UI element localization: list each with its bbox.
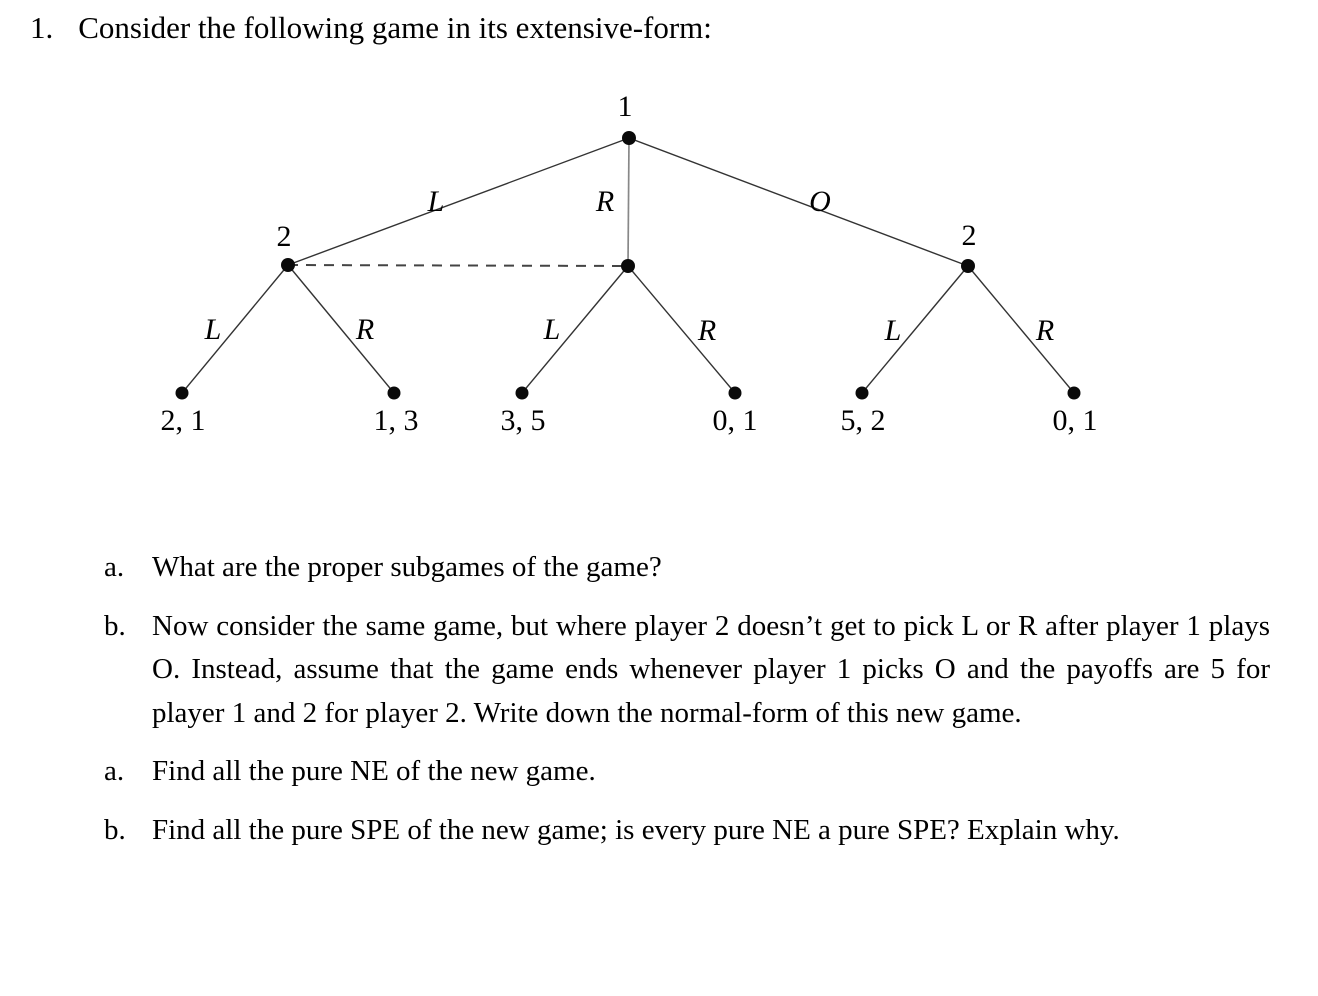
edge-player1-R: [627, 137, 630, 267]
terminal-dot-6: [1067, 386, 1081, 400]
node-player2-right-dot: [961, 259, 975, 273]
player-2-right-label: 2: [961, 219, 977, 252]
action-label-1-R: R: [595, 185, 615, 218]
action-label-mid2-L: L: [543, 313, 561, 346]
edge-mid2-R: [627, 265, 736, 394]
action-label-left2-R: R: [355, 313, 375, 346]
node-player2-left-dot: [281, 258, 295, 272]
terminal-dot-1: [175, 386, 189, 400]
payoff-label-5: 5, 2: [840, 404, 886, 437]
payoff-label-2: 1, 3: [373, 404, 419, 437]
game-tree-figure: [175, 131, 1081, 400]
information-set-dashed-line: [287, 264, 629, 267]
question-item-a1: a. What are the proper subgames of the g…: [104, 546, 1270, 590]
question-label-b2: b.: [104, 813, 126, 846]
node-player1-dot: [622, 131, 636, 145]
terminal-dot-3: [515, 386, 529, 400]
action-label-1-O: O: [809, 185, 831, 218]
payoff-label-3: 3, 5: [500, 404, 546, 437]
action-label-right2-R: R: [1035, 314, 1055, 347]
action-label-left2-L: L: [204, 313, 222, 346]
questions-list: a. What are the proper subgames of the g…: [104, 546, 1270, 867]
problem-title: 1. Consider the following game in its ext…: [30, 8, 712, 48]
problem-number: 1.: [30, 10, 54, 45]
payoff-label-6: 0, 1: [1052, 404, 1098, 437]
edge-left2-L: [181, 264, 289, 394]
action-label-right2-L: L: [884, 314, 902, 347]
edge-left2-R: [287, 264, 395, 394]
action-label-mid2-R: R: [697, 314, 717, 347]
edge-player1-L: [287, 137, 630, 266]
question-label-a1: a.: [104, 551, 125, 583]
node-player2-mid-dot: [621, 259, 635, 273]
question-label-b1: b.: [104, 609, 126, 642]
question-text-b1: Now consider the same game, but where pl…: [152, 609, 1270, 729]
question-text-a1: What are the proper subgames of the game…: [152, 551, 662, 583]
player-1-label: 1: [617, 90, 633, 123]
question-item-b1: b. Now consider the same game, but where…: [104, 605, 1270, 736]
terminal-dot-4: [728, 386, 742, 400]
question-text-b2: Find all the pure SPE of the new game; i…: [152, 813, 1120, 846]
question-label-a2: a.: [104, 755, 125, 787]
payoff-label-1: 2, 1: [160, 404, 206, 437]
edge-right2-L: [861, 265, 969, 394]
terminal-dot-2: [387, 386, 401, 400]
player-2-left-label: 2: [276, 220, 292, 253]
question-item-b2: b. Find all the pure SPE of the new game…: [104, 809, 1270, 853]
edge-player1-O: [628, 137, 969, 267]
edge-mid2-L: [521, 265, 629, 394]
payoff-label-4: 0, 1: [712, 404, 758, 437]
terminal-dot-5: [855, 386, 869, 400]
edge-right2-R: [967, 265, 1075, 394]
problem-title-text: Consider the following game in its exten…: [78, 10, 712, 45]
question-text-a2: Find all the pure NE of the new game.: [152, 755, 596, 787]
question-item-a2: a. Find all the pure NE of the new game.: [104, 750, 1270, 794]
action-label-1-L: L: [427, 185, 445, 218]
